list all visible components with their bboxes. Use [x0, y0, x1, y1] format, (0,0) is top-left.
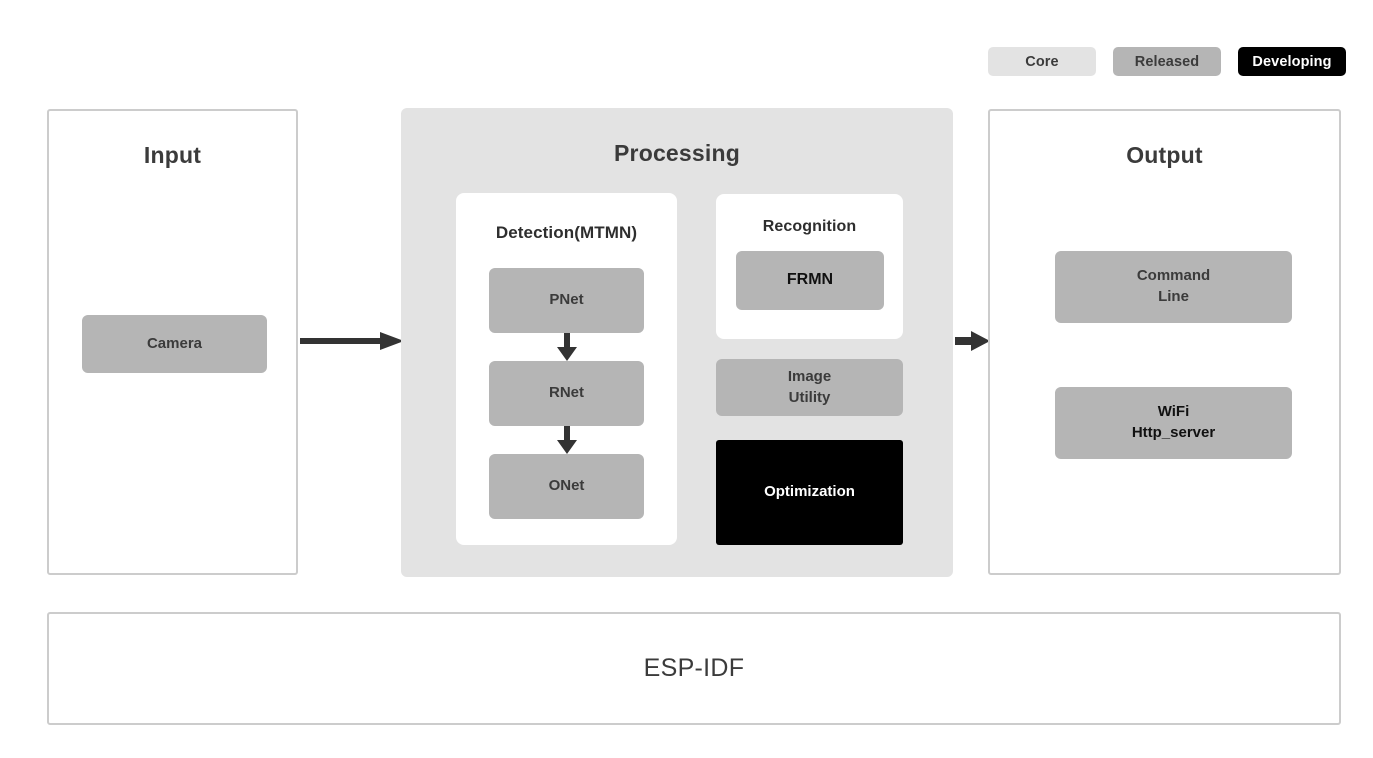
node-wifi-http-server-label: WiFi Http_server — [1131, 403, 1216, 441]
recognition-card-title: Recognition — [762, 218, 857, 235]
arrow-pnet-to-rnet — [489, 333, 644, 361]
node-camera-label: Camera — [146, 334, 203, 352]
node-command-line[interactable]: Command Line — [1055, 251, 1292, 323]
legend-chip-released[interactable]: Released — [1113, 47, 1221, 76]
input-panel: Input Camera — [47, 109, 298, 575]
legend-label-developing: Developing — [1252, 53, 1332, 70]
node-image-utility[interactable]: Image Utility — [716, 359, 903, 416]
node-frmn-label: FRMN — [786, 271, 834, 289]
node-onet-label: ONet — [548, 477, 585, 495]
legend-label-released: Released — [1134, 53, 1200, 70]
node-pnet-label: PNet — [549, 291, 584, 309]
node-onet[interactable]: ONet — [489, 454, 644, 519]
processing-panel-title: Processing — [614, 140, 740, 166]
output-panel: Output Command Line WiFi Http_server — [988, 109, 1341, 575]
espidf-bar: ESP-IDF — [47, 612, 1341, 725]
node-image-utility-label: Image Utility — [787, 367, 832, 406]
detection-node-stack: PNet RNet ONet — [489, 268, 644, 519]
arrow-rnet-to-onet — [489, 426, 644, 454]
node-pnet[interactable]: PNet — [489, 268, 644, 333]
node-optimization[interactable]: Optimization — [716, 440, 903, 545]
node-optimization-label: Optimization — [764, 483, 855, 501]
node-rnet-label: RNet — [548, 384, 584, 402]
detection-card: Detection(MTMN) PNet RNet — [456, 193, 677, 545]
arrow-processing-to-output — [955, 330, 990, 352]
input-panel-title: Input — [143, 142, 202, 168]
legend-chip-developing[interactable]: Developing — [1238, 47, 1346, 76]
legend-label-core: Core — [1025, 53, 1059, 70]
processing-panel: Processing Detection(MTMN) PNet RNet — [401, 108, 953, 577]
espidf-label: ESP-IDF — [643, 654, 745, 682]
legend-chip-core[interactable]: Core — [988, 47, 1096, 76]
output-panel-title: Output — [1126, 142, 1203, 168]
node-rnet[interactable]: RNet — [489, 361, 644, 426]
detection-card-title: Detection(MTMN) — [495, 223, 638, 242]
arrow-input-to-processing — [300, 330, 404, 352]
node-command-line-label: Command Line — [1136, 267, 1211, 305]
node-camera[interactable]: Camera — [82, 315, 267, 373]
node-frmn[interactable]: FRMN — [736, 251, 884, 310]
node-wifi-http-server[interactable]: WiFi Http_server — [1055, 387, 1292, 459]
recognition-card: Recognition FRMN — [716, 194, 903, 339]
legend: Core Released Developing — [988, 47, 1346, 76]
